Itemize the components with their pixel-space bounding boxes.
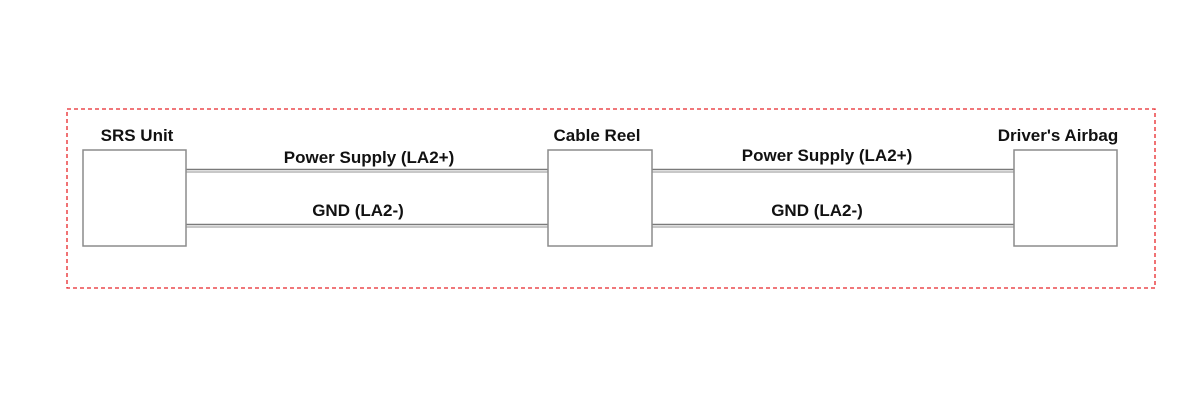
cable-reel-box (547, 149, 653, 247)
boundary-dashed-frame (66, 108, 1156, 289)
left-power-label: Power Supply (LA2+) (284, 148, 455, 167)
wire-srs-to-reel-power (186, 168, 548, 173)
wire-srs-to-reel-gnd (186, 223, 548, 228)
right-gnd-label: GND (LA2-) (771, 201, 863, 220)
wire-reel-to-airbag-gnd (652, 223, 1014, 228)
drivers-airbag-box (1013, 149, 1118, 247)
drivers-airbag-label: Driver's Airbag (998, 126, 1119, 145)
srs-unit-box (82, 149, 187, 247)
right-power-label: Power Supply (LA2+) (742, 146, 913, 165)
cable-reel-label: Cable Reel (554, 126, 641, 145)
srs-unit-label: SRS Unit (101, 126, 174, 145)
left-gnd-label: GND (LA2-) (312, 201, 404, 220)
wire-reel-to-airbag-power (652, 168, 1014, 173)
